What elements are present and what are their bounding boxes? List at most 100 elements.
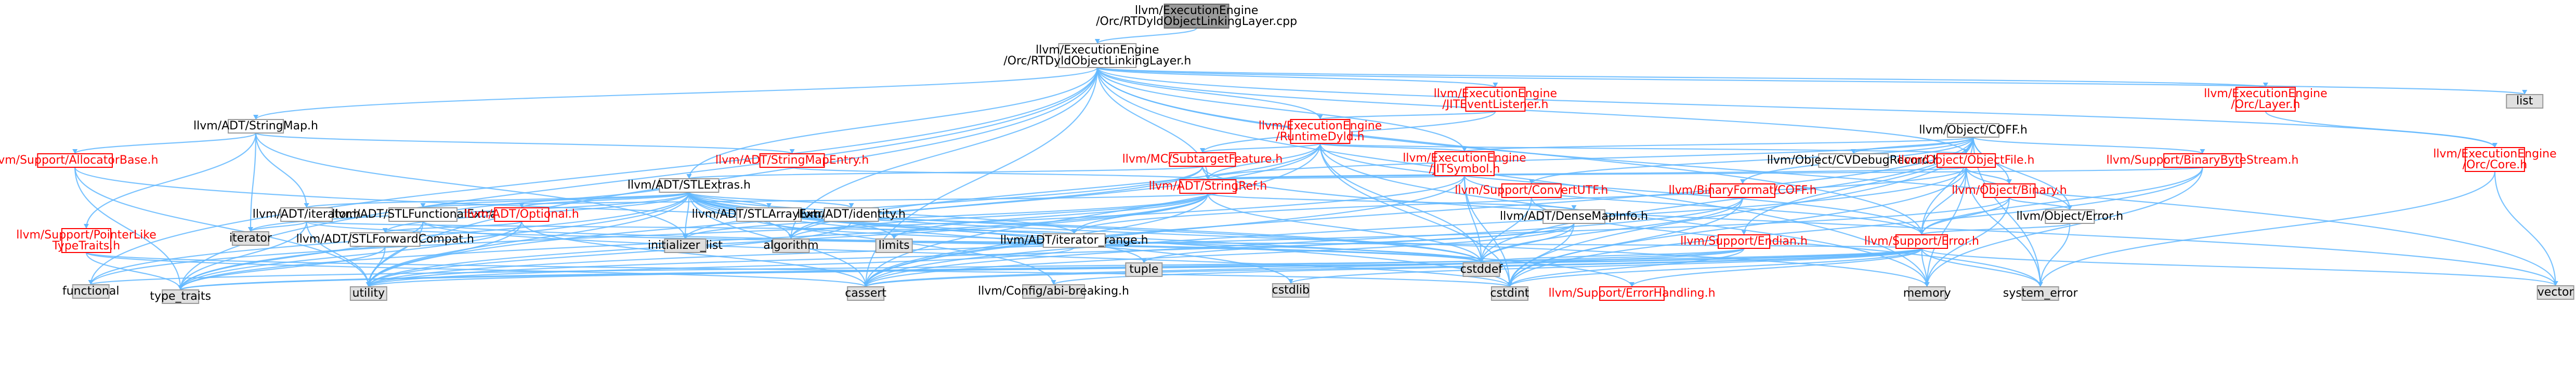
node-initlist: initializer_list — [648, 238, 723, 253]
node-label: algorithm — [763, 239, 818, 252]
node-label: iterator — [229, 232, 272, 245]
node-binarystream[interactable]: llvm/Support/BinaryByteStream.h — [2107, 153, 2299, 168]
node-box — [1542, 209, 1605, 224]
node-objectfile[interactable]: llvm/Object/ObjectFile.h — [1898, 153, 2035, 168]
node-configabi: llvm/Config/abi-breaking.h — [978, 284, 1129, 299]
edge-rtdyld_h-to-runtimedyld — [1096, 67, 1321, 120]
node-orccore[interactable]: llvm/ExecutionEngine/Orc/Core.h — [2433, 147, 2557, 172]
node-algorithm: algorithm — [763, 238, 819, 253]
node-objerror[interactable]: llvm/Object/Error.h — [2016, 209, 2123, 224]
node-stlextras[interactable]: llvm/ADT/STLExtras.h — [627, 178, 751, 193]
node-box — [2021, 286, 2059, 301]
edge-stringmap-to-allocatorbase — [74, 132, 257, 155]
edge-ptrliketraits-to-cassert — [85, 251, 867, 288]
node-box — [1462, 262, 1500, 277]
node-stringmapentry[interactable]: llvm/ADT/StringMapEntry.h — [715, 153, 869, 168]
edge-jitsymbol-to-functional — [90, 175, 1466, 285]
edge-coff-to-binarystream — [1972, 136, 2203, 155]
edge-iteratorrange-to-utility — [368, 247, 1075, 287]
edge-coff-to-stringref — [1207, 137, 1974, 180]
edge-objectfile-to-memory — [1926, 167, 1967, 287]
edge-convertutf-to-cstddef — [1481, 197, 1532, 263]
node-box — [2163, 153, 2242, 168]
node-jitevent[interactable]: llvm/ExecutionEngine/JITEventListener.h — [1434, 87, 1557, 112]
node-allocatorbase[interactable]: llvm/Support/AllocatorBase.h — [0, 153, 158, 168]
node-box — [1042, 233, 1106, 248]
edge-arrowhead — [2006, 179, 2012, 184]
edge-arrowhead — [1528, 179, 1534, 184]
node-box — [1022, 284, 1086, 299]
edge-stlforward-to-typetraits — [180, 246, 386, 290]
edge-arrowhead — [178, 285, 184, 290]
node-stlfunctional[interactable]: llvm/ADT/STLFunctionalExtras.h — [332, 207, 514, 222]
edge-objectfile-to-iteratorrange — [1074, 167, 1967, 234]
node-typetraits: type_traits — [150, 289, 211, 304]
node-label: cstdlib — [1272, 284, 1310, 297]
node-cassert: cassert — [845, 286, 886, 301]
node-coff[interactable]: llvm/Object/COFF.h — [1919, 123, 2028, 138]
node-label: llvm/ExecutionEngine — [1434, 87, 1557, 100]
edge-binarystream-to-memory — [1926, 167, 2203, 287]
edge-supporterror-to-cstdlib — [1290, 248, 1923, 284]
edge-arrowhead — [1741, 230, 1747, 235]
node-label: /Orc/RTDyldObjectLinkingLayer.cpp — [1096, 15, 1297, 28]
node-objbinary[interactable]: llvm/Object/Binary.h — [1952, 183, 2067, 198]
node-jitsymbol[interactable]: llvm/ExecutionEngine/JITSymbol.h — [1403, 151, 1526, 176]
edge-stringref-to-initlist — [684, 193, 1209, 240]
node-box — [61, 228, 112, 253]
node-box — [2536, 285, 2574, 300]
node-systemerror: system_error — [2003, 286, 2078, 301]
node-box — [823, 207, 879, 222]
edge-subtarget-to-initlist — [684, 166, 1204, 240]
edge-arrowhead — [247, 227, 253, 232]
edge-rtdyld_h-to-vector — [1096, 67, 2556, 286]
node-identity[interactable]: llvm/ADT/identity.h — [797, 207, 906, 222]
node-box — [1272, 283, 1310, 298]
node-stlforward[interactable]: llvm/ADT/STLForwardCompat.h — [296, 232, 474, 247]
edge-arrowhead — [1205, 175, 1211, 180]
node-densemapinfo[interactable]: llvm/ADT/DenseMapInfo.h — [1500, 209, 1648, 224]
node-stringref[interactable]: llvm/ADT/StringRef.h — [1149, 179, 1267, 194]
edge-orccore-to-systemerror — [2039, 171, 2496, 287]
node-label: llvm/Object/COFF.h — [1919, 124, 2028, 137]
edge-coff-to-jitsymbol — [1463, 136, 1974, 153]
node-label: cstddef — [1460, 263, 1503, 276]
node-box — [1163, 4, 1230, 29]
edge-arrowhead — [365, 282, 371, 287]
node-supporterror[interactable]: llvm/Support/Error.h — [1864, 234, 1979, 249]
node-convertutf[interactable]: llvm/Support/ConvertUTF.h — [1455, 183, 1608, 198]
node-binaryformat[interactable]: llvm/BinaryFormat/COFF.h — [1669, 183, 1817, 198]
node-optional[interactable]: llvm/ADT/Optional.h — [464, 207, 579, 222]
edge-runtimedyld-to-objectfile — [1319, 142, 1967, 155]
edge-binaryformat-to-cstdint — [1509, 197, 1744, 287]
node-subtarget[interactable]: llvm/MC/SubtargetFeature.h — [1122, 152, 1283, 167]
node-box — [1908, 286, 1946, 301]
node-runtimedyld[interactable]: llvm/ExecutionEngine/RuntimeDyld.h — [1259, 119, 1382, 144]
node-errorhandling[interactable]: llvm/Support/ErrorHandling.h — [1548, 286, 1716, 301]
node-box — [494, 207, 550, 222]
edge-arrowhead — [1479, 258, 1484, 263]
node-orclayer[interactable]: llvm/ExecutionEngine/Orc/Layer.h — [2204, 87, 2327, 112]
edge-arrowhead — [1071, 229, 1077, 234]
node-stlarray[interactable]: llvm/ADT/STLArrayExtras.h — [692, 207, 846, 222]
node-label: utility — [352, 287, 385, 300]
edge-arrowhead — [1507, 282, 1512, 287]
node-endian[interactable]: llvm/Support/Endian.h — [1680, 234, 1808, 249]
node-rtdyld-h[interactable]: llvm/ExecutionEngine/Orc/RTDyldObjectLin… — [1003, 43, 1191, 68]
edge-densemapinfo-to-utility — [368, 223, 1575, 287]
edge-arrowhead — [1051, 280, 1056, 285]
node-box — [280, 207, 333, 222]
node-iterator[interactable]: llvm/ADT/iterator.h — [253, 207, 361, 222]
node-box — [37, 153, 113, 168]
edge-allocatorbase-to-utility — [74, 167, 369, 287]
edge-arrowhead — [788, 234, 794, 239]
edge-binarystream-to-cstdint — [1509, 167, 2203, 287]
node-stringmap[interactable]: llvm/ADT/StringMap.h — [193, 119, 318, 134]
node-iteratorrange[interactable]: llvm/ADT/iterator_range.h — [1000, 233, 1148, 248]
node-cvdebug[interactable]: llvm/Object/CVDebugRecord.h — [1767, 153, 1940, 168]
node-box — [2045, 209, 2095, 224]
edge-arrowhead — [2067, 205, 2073, 210]
node-label: llvm/ADT/iterator.h — [253, 208, 361, 221]
node-label: vector — [2538, 286, 2574, 299]
